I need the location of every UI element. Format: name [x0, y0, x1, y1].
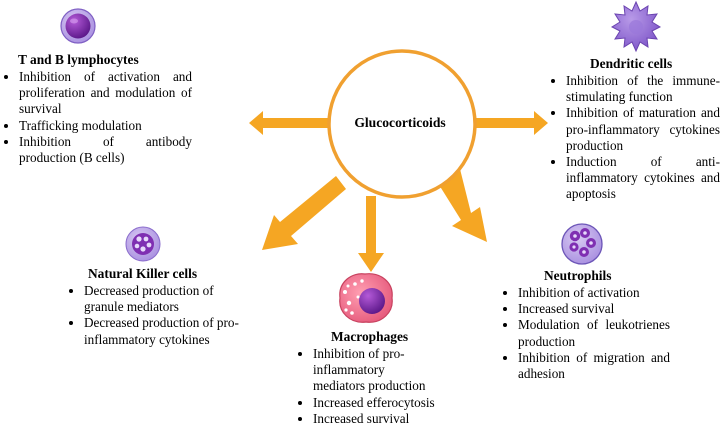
- group-title: T and B lymphocytes: [18, 52, 139, 67]
- list-item: Increased survival: [518, 301, 670, 317]
- list-item: Inhibition of antibody production (B cel…: [19, 134, 192, 166]
- list-item: Inhibition of activation: [518, 285, 670, 301]
- lymphocyte-cell-icon: [60, 8, 96, 44]
- effect-list: Inhibition of activation Increased survi…: [498, 285, 670, 382]
- list-item: Increased efferocytosis: [313, 395, 473, 411]
- group-title: Macrophages: [331, 329, 409, 344]
- group-title: Dendritic cells: [590, 56, 673, 71]
- effect-list: Inhibition of pro-inflammatory mediators…: [293, 346, 473, 427]
- list-item: Inhibition of migration and adhesion: [518, 350, 670, 382]
- list-item: Inhibition of maturation and pro-inflamm…: [566, 105, 720, 154]
- group-dendritic-cells: Dendritic cells Inhibition of the immune…: [548, 56, 720, 203]
- list-item: Decreased production of granule mediator…: [84, 283, 248, 315]
- group-natural-killer-cells: Natural Killer cells Decreased productio…: [64, 266, 248, 348]
- effect-list: Decreased production of granule mediator…: [64, 283, 248, 348]
- arrow-lower-right: [436, 169, 487, 242]
- neutrophil-cell-icon: [561, 223, 603, 265]
- arrows: [249, 111, 548, 272]
- effect-list: Inhibition of activation and proliferati…: [8, 69, 192, 166]
- group-t-b-lymphocytes: T and B lymphocytes Inhibition of activa…: [12, 52, 192, 166]
- center-circle: [327, 49, 477, 199]
- group-macrophages: Macrophages Inhibition of pro-inflammato…: [293, 329, 473, 427]
- group-title: Neutrophils: [544, 268, 612, 283]
- group-neutrophils: Neutrophils Inhibition of activation Inc…: [498, 268, 670, 382]
- list-item: Trafficking modulation: [19, 118, 192, 134]
- macrophage-cell-icon: [339, 273, 393, 323]
- list-item: Inhibition of activation and proliferati…: [19, 69, 192, 118]
- list-item: Inhibition of pro-inflammatory mediators…: [313, 346, 433, 395]
- arrow-left: [249, 111, 333, 135]
- arrow-right: [470, 111, 548, 135]
- center-label: Glucocorticoids: [354, 115, 446, 130]
- list-item: Modulation of leukotrienes production: [518, 317, 670, 349]
- dendritic-cell-icon: [610, 0, 662, 53]
- group-title: Natural Killer cells: [88, 266, 198, 281]
- arrow-lower-left: [262, 176, 346, 250]
- list-item: Decreased production of pro-inflammatory…: [84, 315, 248, 347]
- list-item: Induction of anti-inflammatory cytokines…: [566, 154, 720, 203]
- nk-cell-icon: [125, 226, 161, 262]
- arrow-down: [358, 196, 384, 272]
- effect-list: Inhibition of the immune-stimulating fun…: [548, 73, 720, 203]
- list-item: Inhibition of the immune-stimulating fun…: [566, 73, 720, 105]
- list-item: Increased survival: [313, 411, 473, 427]
